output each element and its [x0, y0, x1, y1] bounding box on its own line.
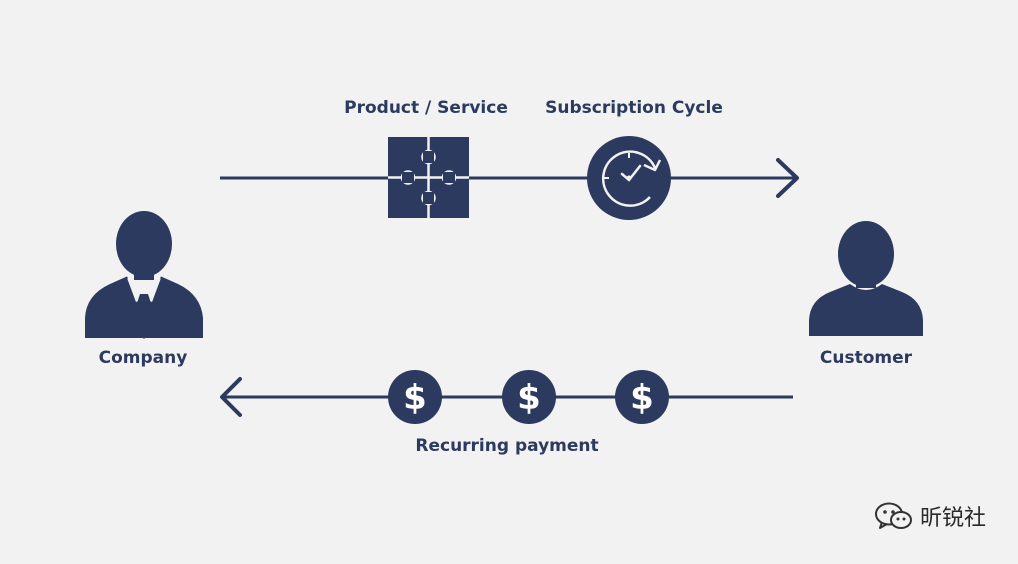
- clock-cycle-icon: [587, 136, 671, 220]
- watermark-text: 昕锐社: [919, 506, 986, 531]
- businessman-icon: [85, 211, 203, 339]
- left-arrowhead: [220, 377, 242, 417]
- svg-text:$: $: [517, 378, 541, 418]
- customer-person-icon: [809, 221, 923, 336]
- company-label: Company: [98, 348, 188, 368]
- customer-label: Customer: [819, 348, 913, 368]
- svg-text:$: $: [630, 378, 654, 418]
- dollar-coin-icon-2: $: [502, 370, 556, 424]
- puzzle-icon: [388, 137, 469, 218]
- subscription-cycle-label: Subscription Cycle: [545, 98, 723, 118]
- product-service-label: Product / Service: [344, 98, 508, 118]
- dollar-coin-icon-3: $: [615, 370, 669, 424]
- wechat-icon: [874, 502, 912, 529]
- right-arrowhead: [776, 158, 799, 198]
- svg-text:$: $: [403, 378, 427, 418]
- recurring-payment-label: Recurring payment: [415, 436, 599, 456]
- watermark: 昕锐社: [874, 500, 986, 532]
- dollar-coin-icon-1: $: [388, 370, 442, 424]
